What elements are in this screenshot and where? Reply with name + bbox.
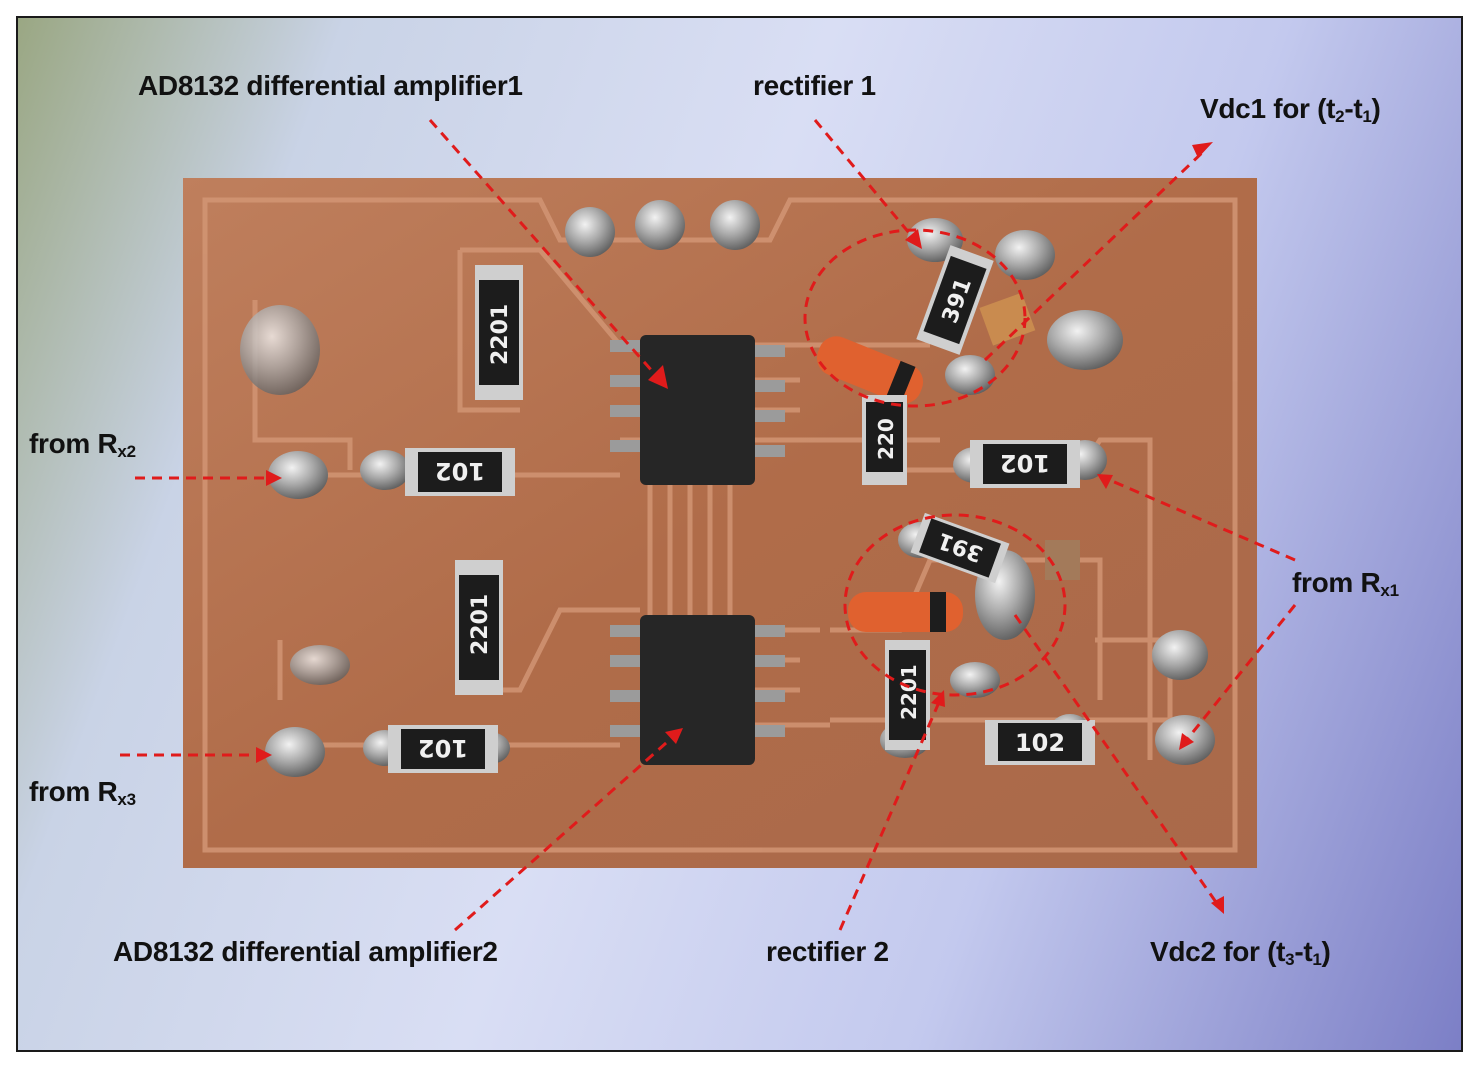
resistor-2201-top: 2201 [475, 265, 523, 400]
rectifier-2-circle [843, 513, 1067, 697]
label-amplifier-1: AD8132 differential amplifier1 [138, 70, 523, 101]
resistor-102-right-bottom-label: 102 [1015, 729, 1065, 757]
label-rectifier-2: rectifier 2 [766, 936, 889, 967]
capacitor [979, 292, 1036, 346]
resistor-102-left-bottom-label: 102 [418, 734, 468, 762]
vdc1-mid: -t [1344, 93, 1363, 124]
rx1-sub: x1 [1380, 581, 1399, 600]
rx2-sub: x2 [117, 442, 136, 461]
resistor-2201-bottom-label: 2201 [468, 594, 493, 655]
resistor-102-right-bottom: 102 [985, 720, 1095, 765]
diode-rectifier-1 [816, 336, 924, 404]
chip-amplifier-1 [610, 335, 785, 485]
diode-rectifier-2 [848, 592, 963, 632]
label-vdc1: Vdc1 for (t2-t1) [1200, 93, 1381, 127]
vdc2-text: Vdc2 for (t [1150, 936, 1286, 967]
resistor-102-left-bottom: 102 [388, 725, 498, 773]
vdc1-sub-b: 1 [1362, 107, 1372, 126]
vdc1-sub-a: 2 [1335, 107, 1345, 126]
resistor-2201-right-label: 2201 [897, 664, 921, 720]
resistor-102-left-top-label: 102 [435, 457, 485, 485]
resistor-391-bottom: 391 [910, 512, 1010, 584]
rx2-text: from R [29, 428, 118, 459]
rectifier-1-circle [803, 228, 1027, 408]
resistor-102-left-top: 102 [405, 448, 515, 496]
resistor-220-mid-label: 220 [874, 418, 898, 460]
label-vdc2: Vdc2 for (t3-t1) [1150, 936, 1331, 970]
label-from-rx3: from Rx3 [29, 776, 136, 810]
annotation-arrows [120, 119, 1297, 932]
label-from-rx2: from Rx2 [29, 428, 136, 462]
vdc2-sub-b: 1 [1312, 950, 1322, 969]
label-rectifier-1: rectifier 1 [753, 70, 876, 101]
resistor-102-right-top-label: 102 [1000, 449, 1050, 477]
header-pads [565, 200, 760, 257]
resistor-2201-right: 2201 [885, 640, 930, 750]
resistor-391-top: 391 [916, 245, 994, 355]
vdc2-mid: -t [1294, 936, 1313, 967]
vdc1-text: Vdc1 for (t [1200, 93, 1336, 124]
resistor-102-right-top: 102 [970, 440, 1080, 488]
chip-amplifier-2 [610, 615, 785, 765]
vdc2-sub-a: 3 [1285, 950, 1295, 969]
resistor-220-mid: 220 [862, 395, 907, 485]
vdc1-end: ) [1371, 93, 1381, 124]
rx3-text: from R [29, 776, 118, 807]
resistor-2201-top-label: 2201 [488, 304, 513, 365]
label-amplifier-2: AD8132 differential amplifier2 [113, 936, 498, 967]
label-from-rx1: from Rx1 [1292, 567, 1399, 601]
resistor-2201-bottom: 2201 [455, 560, 503, 695]
rx3-sub: x3 [117, 790, 136, 809]
rx1-text: from R [1292, 567, 1381, 598]
vdc2-end: ) [1321, 936, 1331, 967]
arrowheads [256, 142, 1224, 914]
